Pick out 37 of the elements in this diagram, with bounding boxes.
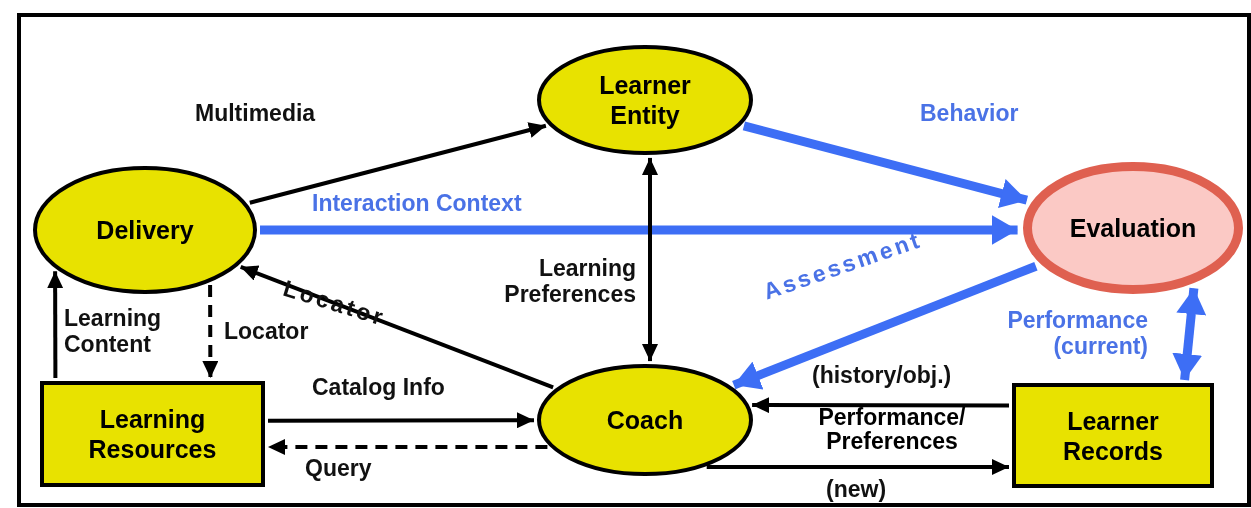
process-ellipse — [537, 45, 753, 155]
edge-label: Query — [305, 455, 372, 482]
arrow — [249, 122, 547, 205]
arrow — [47, 271, 64, 378]
node-label: Coach — [606, 405, 684, 435]
arrow — [732, 262, 1038, 390]
arrow — [260, 215, 1018, 245]
process-ellipse — [33, 166, 257, 294]
arrow — [268, 439, 548, 455]
arrow — [642, 157, 658, 362]
edge-label: Behavior — [920, 100, 1019, 127]
arrow — [742, 121, 1029, 209]
edge-label: Learning Preferences — [503, 255, 636, 308]
arrow — [202, 285, 219, 378]
arrow — [706, 459, 1009, 475]
node-label: Learner Records — [1061, 405, 1164, 466]
arrow — [239, 265, 554, 390]
edge-label: Performance (current) — [1006, 307, 1148, 360]
edge-label: Catalog Info — [312, 374, 445, 401]
store-box — [1012, 383, 1214, 488]
node-label: Evaluation — [1069, 213, 1197, 243]
edge-label: Interaction Context — [312, 190, 522, 217]
process-ellipse — [537, 364, 753, 476]
edge-label: Learning Content — [64, 305, 163, 358]
node-label: Learner Entity — [598, 70, 692, 130]
edge-label: Multimedia — [195, 100, 316, 127]
arrow — [268, 412, 534, 429]
edge-label: Locator — [224, 318, 309, 345]
process-ellipse — [1023, 162, 1243, 294]
arrow — [752, 397, 1009, 414]
node-label: Learning Resources — [87, 404, 218, 464]
flow-label: Performance/ Preferences — [817, 405, 967, 454]
node-label: Delivery — [96, 215, 194, 245]
edge-label: (history/obj.) — [812, 362, 952, 389]
store-box — [40, 381, 265, 487]
arrow — [1172, 287, 1207, 381]
edge-label: (new) — [826, 476, 887, 503]
